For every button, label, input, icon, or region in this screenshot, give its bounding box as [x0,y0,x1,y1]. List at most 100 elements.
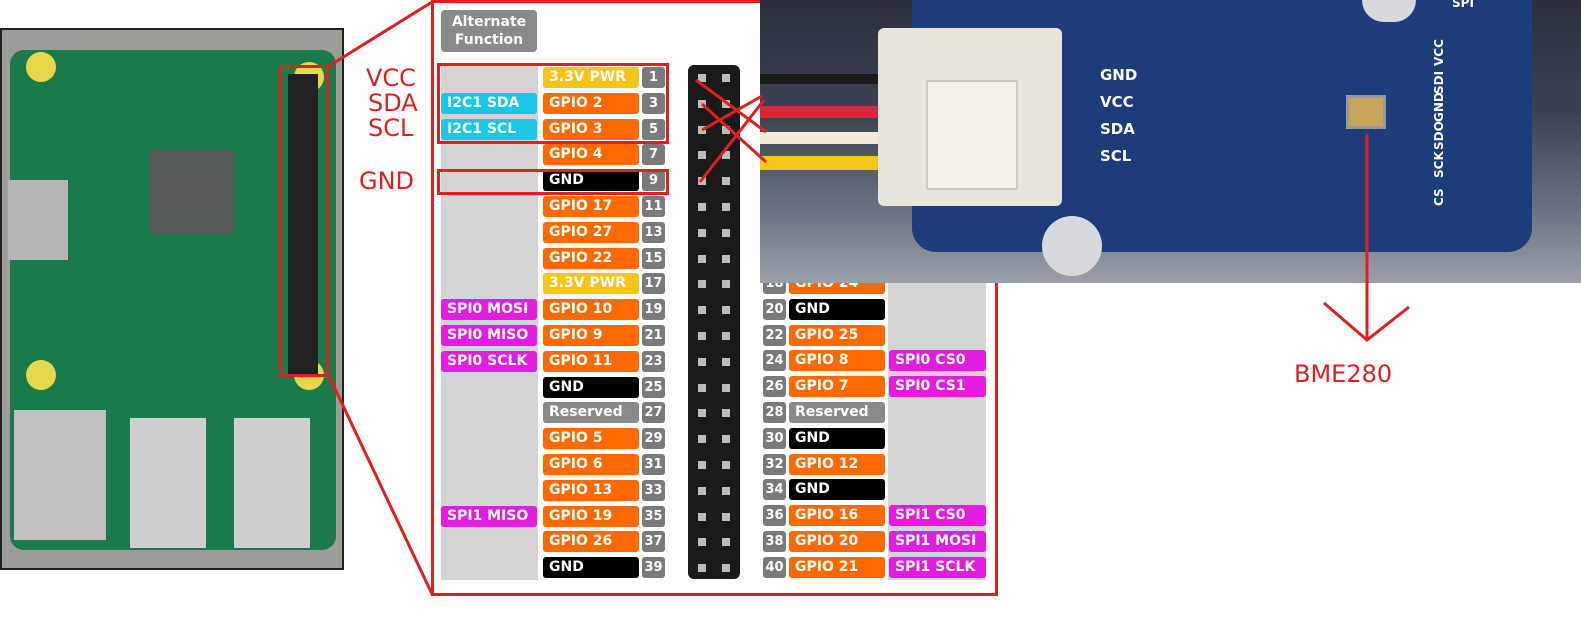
pin-name-pill: GND [543,376,639,398]
sensor-pin-label: SCL [1100,147,1132,165]
header-pin [698,99,706,108]
pin-number: 3 [642,92,665,114]
pin-number: 31 [642,454,665,475]
header-pin [722,435,730,444]
pin-number: 36 [763,505,786,527]
pin-name-pill: 3.3V PWR [543,273,639,295]
header-pin [698,564,706,573]
gpio-header-pins [688,65,740,579]
alt-function-pill: SPI0 MOSI [441,299,537,321]
pin-number: 23 [642,350,665,372]
header-pin [722,332,730,340]
header-pin [698,203,706,211]
alt-function-pill: SPI1 CS0 [889,505,986,527]
alt-function-pill: SPI1 SCLK [889,556,986,578]
spi-pin-label: SPI [1452,0,1474,10]
pin-number: 35 [642,505,665,527]
header-pin [698,357,706,366]
pin-name-pill: GND [543,557,639,579]
sensor-mount-hole [1042,216,1102,276]
pin-name-pill: GPIO 21 [789,556,885,578]
soc-chip [150,150,234,234]
alt-function-column-left [441,66,538,580]
pin-number: 15 [642,247,665,269]
header-pin [698,74,706,82]
alt-function-header: Alternate Function [441,10,537,52]
pin-number: 17 [642,273,665,295]
pin-name-pill: GPIO 10 [543,299,639,321]
pin-name-pill: Reserved [789,402,885,423]
header-pin [722,357,730,366]
header-pin [698,332,706,340]
pin-number: 40 [763,556,786,578]
alt-function-pill: SPI0 CS1 [889,376,986,398]
header-pin [722,306,730,315]
hdmi-port [8,180,68,260]
header-pin [698,512,706,521]
pin-name-pill: GND [789,427,885,449]
header-pin [698,461,706,469]
ethernet-port [14,410,106,540]
sensor-wires [760,74,890,170]
header-pin [722,461,730,469]
pin-name-pill: GND [543,170,639,192]
pin-name-pill: GPIO 19 [543,505,639,527]
pin-name-pill: GPIO 17 [543,196,639,217]
pin-name-pill: GPIO 16 [789,505,885,527]
pin-number: 30 [763,427,786,449]
pin-number: 22 [763,324,786,346]
pin-name-pill: GPIO 6 [543,454,639,475]
header-pin [722,512,730,521]
pin-name-pill: GPIO 11 [543,350,639,372]
bme280-chip [1346,95,1386,129]
pin-name-pill: GPIO 2 [543,92,639,114]
pin-number: 32 [763,453,786,475]
usb-port [234,418,310,548]
header-pin [722,538,730,547]
header-pin [722,151,730,160]
header-pin [698,383,706,392]
sensor-mount-hole [1362,0,1416,22]
pin-name-pill: GPIO 4 [543,144,639,166]
header-pin [722,74,730,82]
header-pin [698,486,706,495]
header-pin [698,228,706,237]
pin-name-pill: GPIO 13 [543,479,639,501]
header-pin [722,203,730,211]
vcc-label: VCC [366,64,416,92]
pin-name-pill: GPIO 20 [789,531,885,552]
sensor-pin-label: GND [1100,66,1138,84]
pin-name-pill: Reserved [543,402,639,424]
usb-port [130,418,206,548]
alt-function-pill: SPI1 MOSI [889,531,986,552]
alt-function-pill: SPI0 MISO [441,325,537,346]
header-pin [722,125,730,134]
pin-number: 27 [642,402,665,424]
alt-function-pill: SPI1 MISO [441,505,537,527]
pin-number: 11 [642,196,665,217]
pin-name-pill: GPIO 9 [543,325,639,346]
header-pin [698,280,706,289]
header-pin [722,564,730,573]
header-pin [698,435,706,444]
pin-number: 26 [763,376,786,398]
pin-number: 7 [642,144,665,166]
power-i2c-highlight [437,63,669,144]
bme280-label: BME280 [1294,360,1393,388]
pin-name-pill: GPIO 3 [543,118,639,140]
pin-name-pill: GPIO 7 [789,376,885,398]
header-pin [722,254,730,263]
sda-label: SDA [368,89,418,117]
pin-number: 37 [642,531,665,553]
pin-number: 1 [642,67,665,88]
header-pin [722,409,730,418]
pin-number: 28 [763,402,786,423]
header-pin [722,383,730,392]
pin-number: 33 [642,479,665,501]
alt-function-pill: I2C1 SDA [441,92,537,114]
header-pin [722,486,730,495]
pin-name-pill: GPIO 27 [543,221,639,243]
header-pin [698,306,706,315]
pin-number: 24 [763,350,786,372]
